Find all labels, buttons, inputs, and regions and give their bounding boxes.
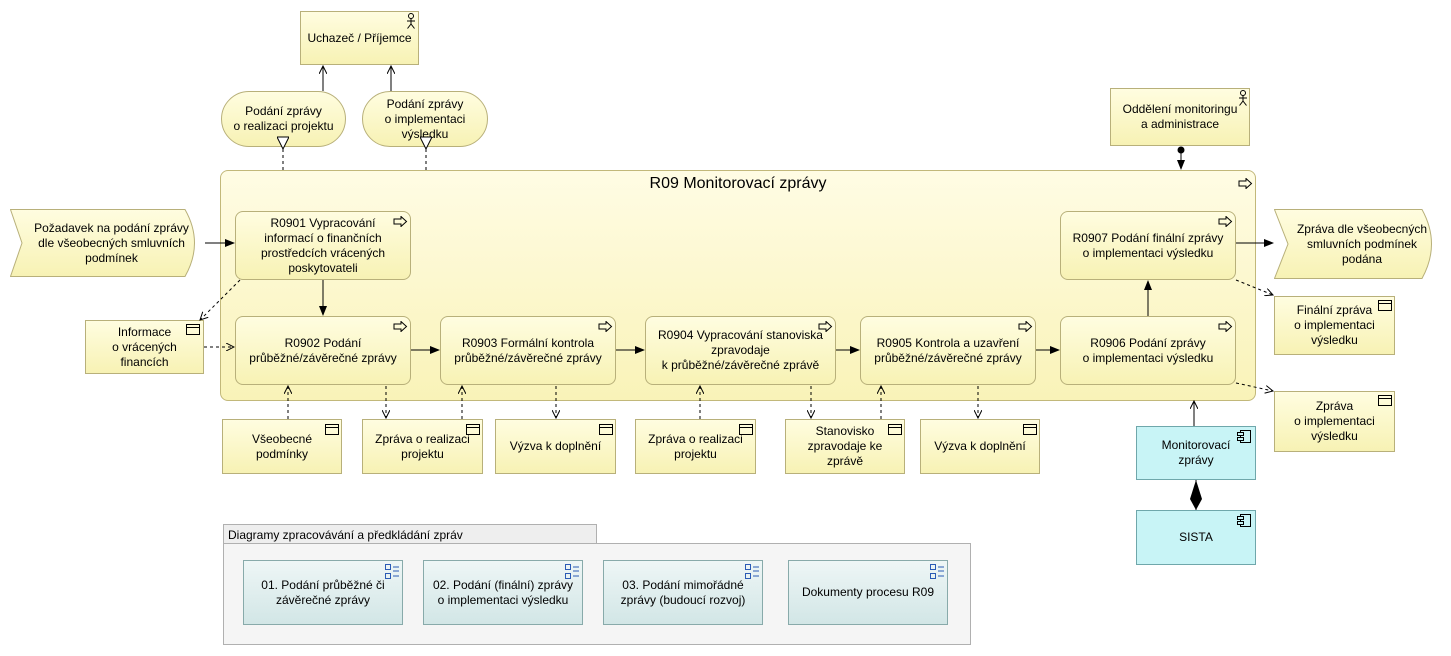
object-returned-info[interactable]: Informace o vrácených financích (85, 320, 204, 374)
object-returned-info-label: Informace o vrácených financích (112, 324, 177, 369)
service-implementation-label: Podání zprávy o implementaci výsledku (384, 96, 466, 141)
process-icon (598, 321, 613, 332)
object-final-report-label: Finální zpráva o implementaci výsledku (1294, 303, 1375, 347)
diagram-ref-02[interactable]: 02. Podání (finální) zprávy o implementa… (423, 560, 583, 625)
process-r0901[interactable]: R0901 Vypracování informací o finančních… (235, 211, 411, 280)
process-r0904[interactable]: R0904 Vypracování stanoviska zpravodaje … (645, 316, 836, 385)
process-r0905[interactable]: R0905 Kontrola a uzavření průběžné/závěr… (860, 316, 1036, 385)
diagram-ref-icon (565, 564, 579, 579)
process-r0905-label: R0905 Kontrola a uzavření průběžné/závěr… (874, 335, 1022, 365)
process-r0906[interactable]: R0906 Podání zprávy o implementaci výsle… (1060, 316, 1236, 385)
object-impl-report-label: Zpráva o implementaci výsledku (1294, 399, 1375, 443)
event-final-label: Zpráva dle všeobecných smluvních podmíne… (1296, 221, 1428, 266)
object-general-terms[interactable]: Všeobecné podmínky (222, 419, 342, 474)
component-icon (1237, 514, 1251, 527)
actor-applicant-label: Uchazeč / Příjemce (307, 30, 412, 45)
event-final[interactable]: Zpráva dle všeobecných smluvních podmíne… (1274, 209, 1442, 279)
event-request-label: Požadavek na podání zprávy dle všeobecný… (34, 220, 189, 265)
process-r0902-label: R0902 Podání průběžné/závěrečné zprávy (249, 335, 397, 365)
object-opinion[interactable]: Stanovisko zpravodaje ke zprávě (785, 419, 905, 474)
process-r0903[interactable]: R0903 Formální kontrola průběžné/závěreč… (440, 316, 616, 385)
process-r0901-label: R0901 Vypracování informací o finančních… (260, 215, 386, 275)
business-object-icon (325, 424, 339, 435)
diagram-ref-documents[interactable]: Dokumenty procesu R09 (788, 560, 948, 625)
process-icon (818, 321, 833, 332)
diagram-ref-03[interactable]: 03. Podání mimořádné zprávy (budoucí roz… (603, 560, 763, 625)
business-object-icon (739, 424, 753, 435)
process-r0907-label: R0907 Podání finální zprávy o implementa… (1072, 230, 1224, 260)
process-icon (1218, 216, 1233, 227)
object-general-terms-label: Všeobecné podmínky (251, 431, 313, 461)
business-object-icon (1023, 424, 1037, 435)
diagram-ref-icon (745, 564, 759, 579)
business-object-icon (599, 424, 613, 435)
diagram-ref-01-label: 01. Podání průběžné či závěrečné zprávy (261, 577, 385, 607)
actor-monitoring-label: Oddělení monitoringu a administrace (1122, 102, 1238, 131)
business-object-icon (466, 424, 480, 435)
service-realization-report[interactable]: Podání zprávy o realizaci projektu (221, 91, 346, 147)
process-icon (393, 216, 408, 227)
container-title: R09 Monitorovací zprávy (649, 175, 827, 192)
diagram-ref-01[interactable]: 01. Podání průběžné či závěrečné zprávy (243, 560, 403, 625)
business-object-icon (1378, 395, 1392, 406)
process-r0902[interactable]: R0902 Podání průběžné/závěrečné zprávy (235, 316, 411, 385)
component-monitoring-reports[interactable]: Monitorovací zprávy (1136, 426, 1256, 480)
component-icon (1237, 430, 1251, 443)
process-r0904-label: R0904 Vypracování stanoviska zpravodaje … (658, 328, 823, 372)
process-icon (1238, 178, 1253, 189)
object-report-2-label: Zpráva o realizaci projektu (648, 431, 743, 461)
object-challenge-2[interactable]: Výzva k doplnění (920, 419, 1040, 474)
process-r0903-label: R0903 Formální kontrola průběžné/závěreč… (454, 335, 602, 365)
object-report-1-label: Zpráva o realizaci projektu (375, 431, 470, 461)
service-realization-label: Podání zprávy o realizaci projektu (233, 104, 334, 133)
event-final-shape (1274, 209, 1432, 279)
service-implementation-report[interactable]: Podání zprávy o implementaci výsledku (362, 91, 488, 147)
process-r0907[interactable]: R0907 Podání finální zprávy o implementa… (1060, 211, 1236, 280)
object-report-2[interactable]: Zpráva o realizaci projektu (635, 419, 756, 474)
event-request[interactable]: Požadavek na podání zprávy dle všeobecný… (10, 209, 205, 277)
process-icon (1018, 321, 1033, 332)
component-monitoring-label: Monitorovací zprávy (1161, 438, 1231, 467)
diagram-ref-icon (930, 564, 944, 579)
object-report-1[interactable]: Zpráva o realizaci projektu (362, 419, 483, 474)
diagram-ref-03-label: 03. Podání mimořádné zprávy (budoucí roz… (620, 577, 746, 607)
actor-icon (1239, 90, 1247, 106)
diagram-ref-icon (385, 564, 399, 579)
event-request-shape (10, 209, 195, 277)
business-object-icon (888, 424, 902, 435)
actor-applicant[interactable]: Uchazeč / Příjemce (300, 11, 419, 65)
object-challenge-1-label: Výzva k doplnění (509, 439, 602, 453)
object-challenge-1[interactable]: Výzva k doplnění (495, 419, 616, 474)
object-challenge-2-label: Výzva k doplnění (934, 439, 1026, 453)
component-sista[interactable]: SISTA (1136, 510, 1256, 565)
business-object-icon (1378, 300, 1392, 311)
object-final-report[interactable]: Finální zpráva o implementaci výsledku (1274, 296, 1395, 355)
process-icon (393, 321, 408, 332)
process-icon (1218, 321, 1233, 332)
group-tab: Diagramy zpracovávání a předkládání zprá… (223, 524, 597, 544)
object-impl-report[interactable]: Zpráva o implementaci výsledku (1274, 391, 1395, 452)
process-r0906-label: R0906 Podání zprávy o implementaci výsle… (1082, 335, 1214, 365)
object-opinion-label: Stanovisko zpravodaje ke zprávě (807, 424, 883, 468)
business-object-icon (186, 324, 200, 335)
component-sista-label: SISTA (1179, 530, 1213, 544)
diagram-ref-documents-label: Dokumenty procesu R09 (801, 585, 935, 599)
composition-diamond (1190, 480, 1202, 510)
group-title: Diagramy zpracovávání a předkládání zprá… (228, 527, 463, 542)
diagram-ref-02-label: 02. Podání (finální) zprávy o implementa… (432, 577, 574, 607)
actor-monitoring-department[interactable]: Oddělení monitoringu a administrace (1110, 88, 1250, 146)
actor-icon (407, 13, 415, 29)
